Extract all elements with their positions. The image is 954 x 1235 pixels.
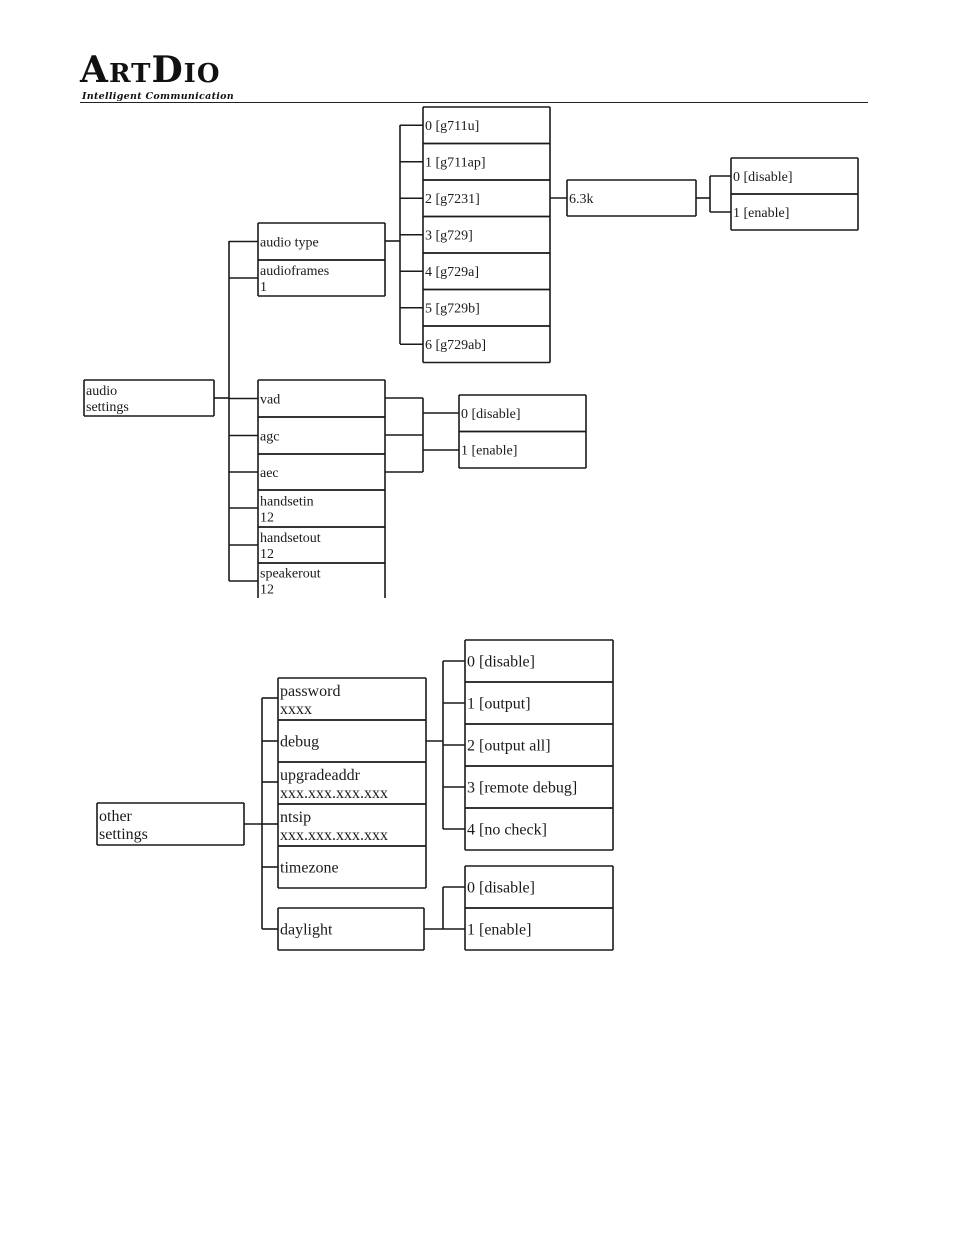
codec-0: 0 [g711u] [422, 106, 551, 145]
daylight-option-0: 0 [disable] [464, 865, 614, 909]
codec-2-label: 2 [g7231] [425, 192, 480, 207]
audio-child-audioframes-label: audioframes [260, 264, 329, 279]
g7231-option-1: 1 [enable] [730, 193, 859, 231]
g7231-option-0-label: 0 [disable] [733, 170, 792, 185]
codec-6: 6 [g729ab] [422, 325, 551, 364]
audio-child-aec-label: aec [260, 466, 279, 481]
g7231-option-1-label: 1 [enable] [733, 206, 789, 221]
debug-option-3-label: 3 [remote debug] [467, 780, 577, 797]
codec-2: 2 [g7231] [422, 179, 551, 218]
debug-option-4: 4 [no check] [464, 807, 614, 851]
debug-option-2: 2 [output all] [464, 723, 614, 767]
debug-option-1-label: 1 [output] [467, 696, 531, 713]
audio-toggle-option-0-label: 0 [disable] [461, 407, 520, 422]
g7231-rate-label: 6.3k [569, 192, 594, 207]
codec-5: 5 [g729b] [422, 288, 551, 327]
other-settings-root-label: other [99, 808, 133, 825]
audio-child-handsetin-label: handsetin [260, 495, 314, 510]
audio-child-speakerout-value: 12 [260, 583, 274, 598]
other-child-upgradeaddr-value: xxx.xxx.xxx.xxx [280, 785, 388, 802]
audio-child-handsetin-value: 12 [260, 511, 274, 526]
audio-child-speakerout-label: speakerout [260, 567, 321, 582]
debug-option-1: 1 [output] [464, 681, 614, 725]
audio-child-audioframes-value: 1 [260, 280, 267, 295]
audio-toggle-option-1-label: 1 [enable] [461, 444, 517, 459]
codec-3: 3 [g729] [422, 215, 551, 254]
other-child-timezone: timezone [277, 845, 427, 889]
logo-tagline: Intelligent Communication [82, 91, 235, 102]
audio-child-agc: agc [257, 416, 386, 455]
other-child-timezone-label: timezone [280, 860, 339, 877]
other-child-ntsip-value: xxx.xxx.xxx.xxx [280, 827, 388, 844]
other-child-daylight: daylight [277, 907, 425, 951]
audio-child-audio-type: audio type [257, 222, 386, 261]
other-child-debug-label: debug [280, 734, 319, 751]
codec-4: 4 [g729a] [422, 252, 551, 291]
other-settings-root-value: settings [99, 826, 148, 843]
other-child-password-value: xxxx [280, 701, 312, 718]
audio-settings-root-label: audio [86, 384, 117, 399]
audio-child-agc-label: agc [260, 429, 279, 444]
audio-child-vad: vad [257, 379, 386, 418]
codec-0-label: 0 [g711u] [425, 119, 479, 134]
audio-child-handsetout-label: handsetout [260, 531, 321, 546]
codec-6-label: 6 [g729ab] [425, 338, 486, 353]
codec-4-label: 4 [g729a] [425, 265, 479, 280]
audio-child-handsetout-value: 12 [260, 547, 274, 562]
codec-5-label: 5 [g729b] [425, 302, 480, 317]
logo-wordmark: ARTDIO [80, 49, 221, 91]
codec-1-label: 1 [g711ap] [425, 156, 486, 171]
other-child-daylight-label: daylight [280, 922, 333, 939]
artdio-logo: ARTDIO Intelligent Communication [80, 50, 234, 102]
other-child-upgradeaddr-label: upgradeaddr [280, 767, 361, 784]
debug-option-2-label: 2 [output all] [467, 738, 551, 755]
daylight-option-1: 1 [enable] [464, 907, 614, 951]
header-rule [80, 102, 868, 103]
audio-child-vad-label: vad [260, 392, 280, 407]
audio-toggle-option-0: 0 [disable] [458, 394, 587, 433]
daylight-option-0-label: 0 [disable] [467, 880, 535, 897]
codec-1: 1 [g711ap] [422, 142, 551, 181]
audio-child-audio-type-label: audio type [260, 235, 319, 250]
codec-3-label: 3 [g729] [425, 229, 473, 244]
audio-toggle-option-1: 1 [enable] [458, 430, 587, 469]
g7231-option-0: 0 [disable] [730, 157, 859, 195]
daylight-option-1-label: 1 [enable] [467, 922, 531, 939]
g7231-rate: 6.3k [566, 179, 697, 217]
debug-option-0: 0 [disable] [464, 639, 614, 683]
other-child-password-label: password [280, 683, 340, 700]
audio-settings-root-value: settings [86, 400, 129, 415]
debug-option-0-label: 0 [disable] [467, 654, 535, 671]
other-child-ntsip-label: ntsip [280, 809, 311, 826]
debug-option-4-label: 4 [no check] [467, 822, 547, 839]
debug-option-3: 3 [remote debug] [464, 765, 614, 809]
other-child-debug: debug [277, 719, 427, 763]
audio-child-aec: aec [257, 453, 386, 491]
